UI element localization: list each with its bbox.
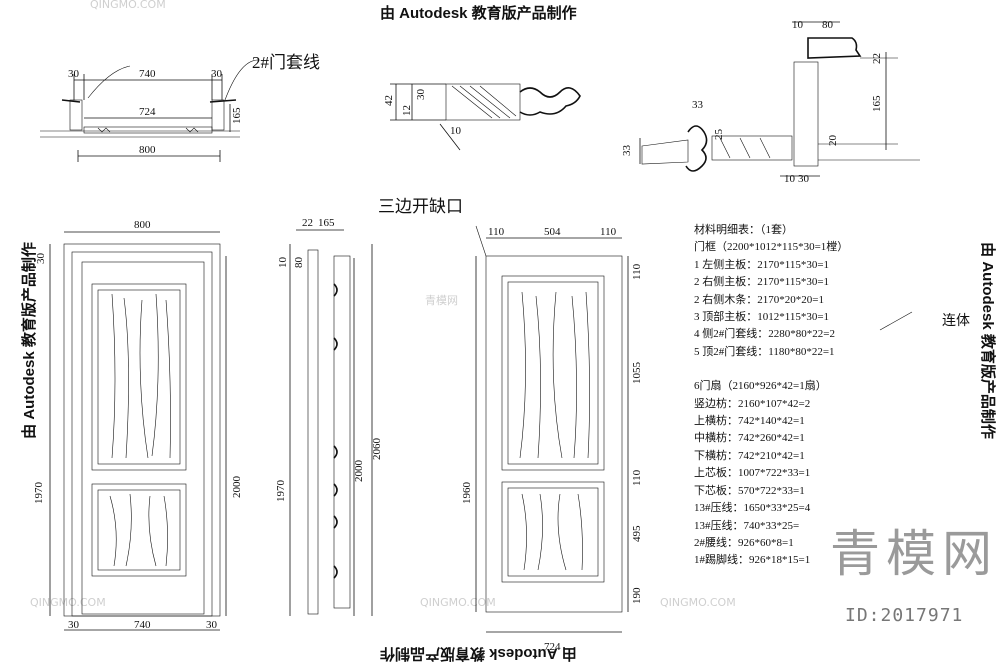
dim-label: 1970 xyxy=(275,480,287,503)
dim-label: 2000 xyxy=(231,476,243,499)
dim-label: 33 xyxy=(621,145,633,157)
dim-label: 30 xyxy=(798,173,810,185)
dim-label: 30 xyxy=(68,68,80,80)
watermark-logo: 青模网 xyxy=(830,525,998,583)
callout-casing-line: 2#门套线 xyxy=(252,53,320,72)
dim-label: 30 xyxy=(68,619,80,631)
material-item: 下横枋：742*210*42=1 xyxy=(694,449,805,462)
dim-label: 33 xyxy=(692,99,704,111)
dim-label: 80 xyxy=(822,19,834,31)
dim-label: 2000 xyxy=(353,460,365,483)
door-frame-elevation: 800 30 1970 2000 30 740 30 xyxy=(33,219,243,631)
dim-label: 110 xyxy=(488,226,505,238)
dim-label: 165 xyxy=(871,95,883,112)
dim-label: 25 xyxy=(713,129,725,141)
material-item: 中横枋：742*260*42=1 xyxy=(694,432,805,445)
side-section: 22 165 10 80 1970 2000 2060 xyxy=(275,217,383,616)
faint-watermark: 青模网 xyxy=(425,294,458,307)
dim-label: 2060 xyxy=(371,438,383,461)
dimension-labels: 30 740 30 724 800 165 xyxy=(68,68,243,156)
dim-label: 740 xyxy=(134,619,151,631)
material-item: 4 侧2#门套线：2280*80*22=2 xyxy=(694,328,835,341)
door-leaf-elevation: 110 504 110 110 1055 110 495 190 1960 72… xyxy=(461,225,643,653)
dim-label: 800 xyxy=(134,219,151,231)
dim-label: 1960 xyxy=(461,482,473,505)
frame-header: 门框（2200*1012*115*30=1樘） xyxy=(694,241,849,254)
id-tag: ID:2017971 xyxy=(845,605,964,626)
dim-label: 22 xyxy=(871,53,883,64)
material-item: 13#压线：740*33*25= xyxy=(694,519,800,532)
material-item: 1 左侧主板：2170*115*30=1 xyxy=(694,258,830,271)
frame-detail-right: 10 80 22 165 20 33 25 33 10 30 xyxy=(621,19,920,185)
dim-label: 10 xyxy=(792,19,804,31)
dim-label: 724 xyxy=(139,106,156,118)
dim-label: 30 xyxy=(35,253,47,265)
dim-label: 1970 xyxy=(33,482,45,505)
dim-label: 110 xyxy=(600,226,617,238)
material-item: 13#压线：1650*33*25=4 xyxy=(694,502,811,515)
callout-three-side-notch: 三边开缺口 xyxy=(378,197,463,216)
dim-label: 80 xyxy=(293,257,305,269)
callout-connected: 连体 xyxy=(942,314,970,329)
joint-detail-middle: 42 12 30 10 xyxy=(383,83,581,151)
material-item: 5 顶2#门套线：1180*80*22=1 xyxy=(694,345,835,358)
dim-label: 165 xyxy=(231,107,243,124)
material-item: 1#踢脚线：926*18*15=1 xyxy=(694,554,811,567)
dim-label: 30 xyxy=(211,68,223,80)
plan-section-top: 30 740 30 724 800 165 xyxy=(40,59,259,162)
material-item: 2 右侧木条：2170*20*20=1 xyxy=(694,293,824,306)
dim-label: 800 xyxy=(139,144,156,156)
dim-label: 724 xyxy=(544,641,561,653)
dim-label: 42 xyxy=(383,95,395,106)
dim-label: 504 xyxy=(544,226,561,238)
faint-watermark: QINGMO.COM xyxy=(420,596,496,609)
dim-label: 495 xyxy=(631,525,643,542)
material-item: 2#腰线：926*60*8=1 xyxy=(694,536,794,549)
leader-line xyxy=(879,311,913,331)
materials-title: 材料明细表：（1套） xyxy=(694,224,793,236)
dim-label: 110 xyxy=(631,469,643,486)
faint-watermark: QINGMO.COM xyxy=(90,0,166,11)
dim-label: 10 xyxy=(784,173,796,185)
dim-label: 10 xyxy=(450,125,462,137)
dim-label: 20 xyxy=(827,135,839,147)
dim-label: 1055 xyxy=(631,362,643,385)
leaf-header: 6门扇（2160*926*42=1扇） xyxy=(694,380,827,393)
dim-label: 22 xyxy=(302,217,313,229)
materials-list: 材料明细表：（1套） 门框（2200*1012*115*30=1樘） 1 左侧主… xyxy=(694,222,848,570)
dim-label: 740 xyxy=(139,68,156,80)
faint-watermark: QINGMO.COM xyxy=(30,596,106,609)
material-item: 上芯板：1007*722*33=1 xyxy=(694,467,811,480)
dim-label: 165 xyxy=(318,217,335,229)
dim-label: 190 xyxy=(631,587,643,604)
dim-label: 10 xyxy=(277,257,289,269)
dim-label: 30 xyxy=(206,619,218,631)
banner-top: 由 Autodesk 教育版产品制作 xyxy=(380,5,577,22)
dim-label: 110 xyxy=(631,263,643,280)
dim-label: 12 xyxy=(401,105,413,116)
material-item: 2 右侧主板：2170*115*30=1 xyxy=(694,276,830,289)
material-item: 竖边枋：2160*107*42=2 xyxy=(694,397,811,410)
material-item: 3 顶部主板：1012*115*30=1 xyxy=(694,311,830,324)
material-item: 上横枋：742*140*42=1 xyxy=(694,415,805,428)
dim-label: 30 xyxy=(415,89,427,101)
material-item: 下芯板：570*722*33=1 xyxy=(694,484,805,497)
faint-watermark: QINGMO.COM xyxy=(660,596,736,609)
